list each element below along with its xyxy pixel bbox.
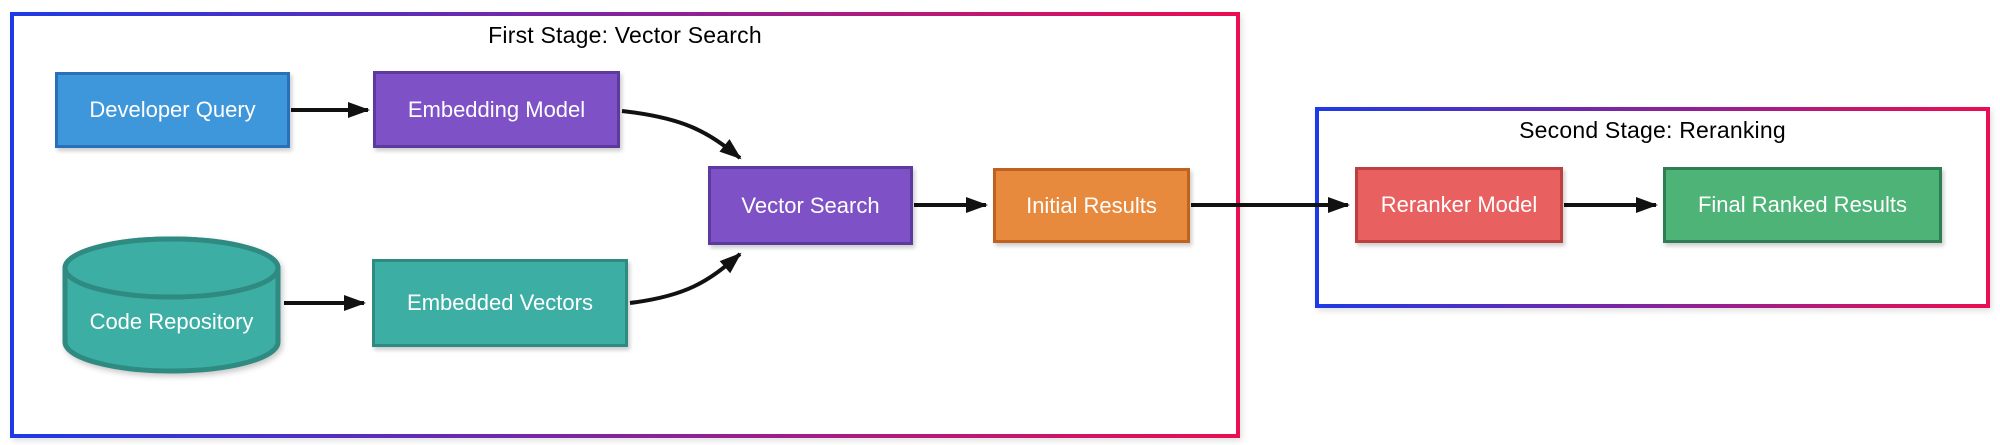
node-code-repository-label: Code Repository (89, 309, 254, 334)
node-reranker-model-label: Reranker Model (1380, 192, 1538, 217)
node-final-ranked-results-label: Final Ranked Results (1697, 192, 1908, 217)
node-initial-results-label: Initial Results (1026, 192, 1157, 218)
second-stage-title: Second Stage: Reranking (1519, 117, 1786, 143)
node-initial-results: Initial Results (993, 168, 1190, 243)
node-code-repository: Code Repository (60, 234, 283, 376)
node-vector-search-label: Vector Search (741, 192, 880, 218)
node-developer-query-label: Developer Query (89, 97, 256, 122)
node-embedding-model: Embedding Model (373, 71, 620, 148)
node-final-ranked-results: Final Ranked Results (1663, 167, 1942, 243)
node-embedded-vectors: Embedded Vectors (372, 259, 628, 347)
node-reranker-model: Reranker Model (1355, 167, 1563, 243)
first-stage-title: First Stage: Vector Search (488, 22, 762, 48)
node-embedded-vectors-label: Embedded Vectors (407, 290, 593, 315)
node-embedding-model-label: Embedding Model (407, 96, 586, 122)
node-developer-query: Developer Query (55, 72, 290, 148)
cylinder-top-rim (62, 236, 281, 300)
node-vector-search: Vector Search (708, 166, 913, 245)
database-cylinder-icon (62, 236, 281, 374)
